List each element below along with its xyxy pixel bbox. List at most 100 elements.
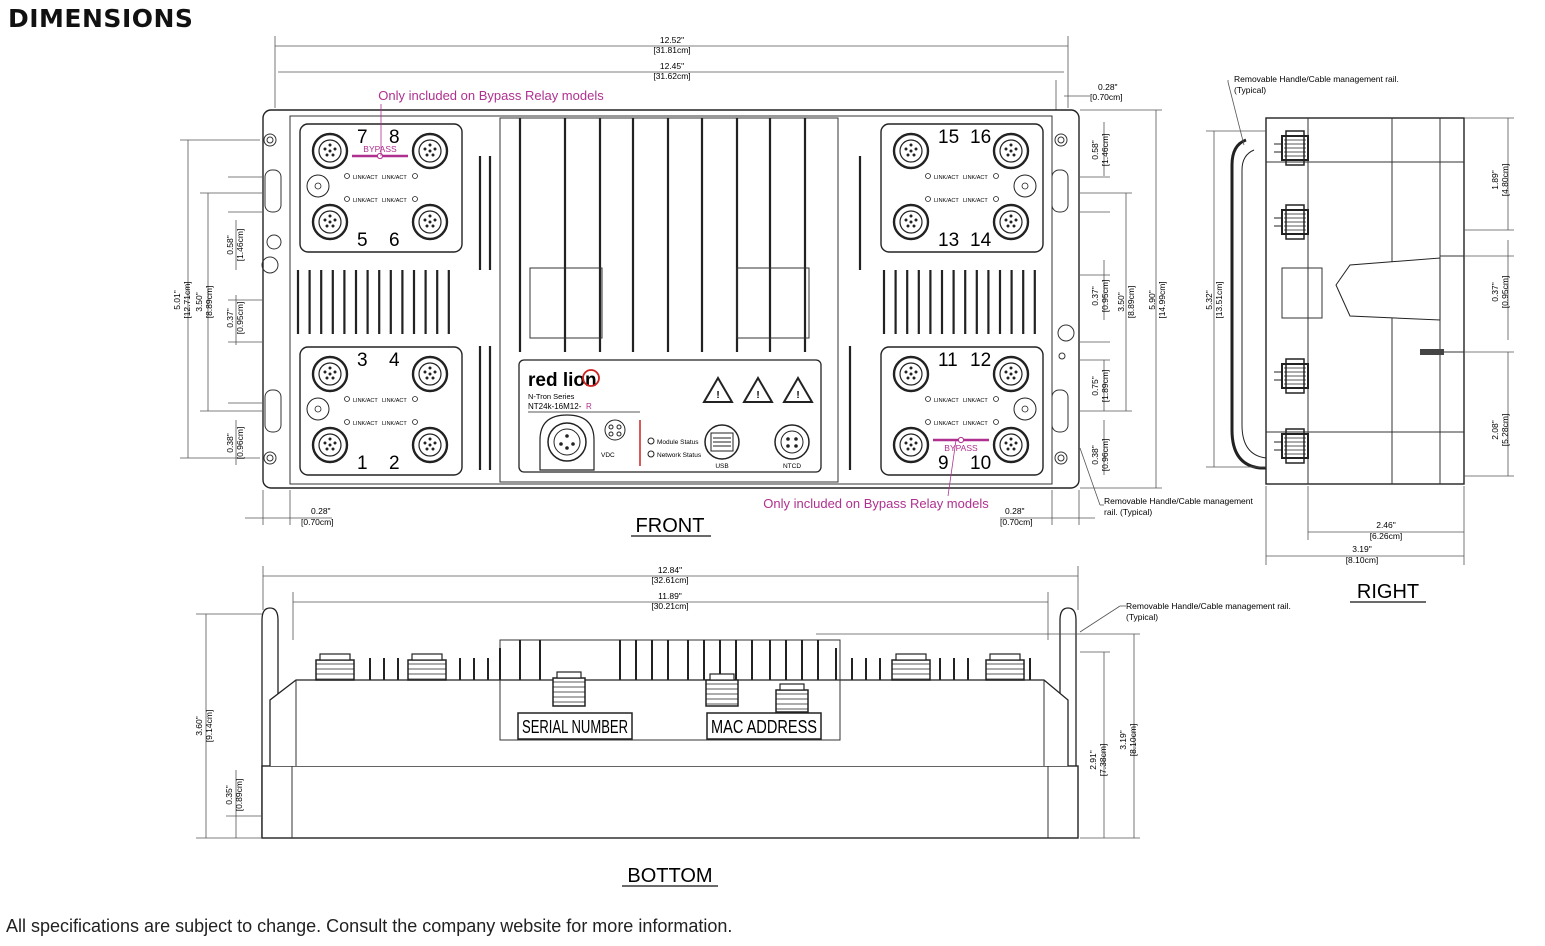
port-number: 5 <box>357 230 368 251</box>
bottom-connector-icon <box>705 673 739 707</box>
linkact-label: LINK/ACT <box>382 421 407 427</box>
link-led <box>993 419 999 425</box>
vdc-label: VDC <box>601 452 615 459</box>
dim-text: 3.60" <box>194 716 204 736</box>
dim-text: 0.35" <box>224 785 234 805</box>
linkact-label: LINK/ACT <box>963 421 988 427</box>
front-bottom-left-dim: 0.28" [0.70cm] <box>245 490 334 527</box>
model-text: NT24k-16M12- <box>528 402 582 411</box>
right-center-block <box>1281 267 1323 319</box>
dim-text: 0.58" <box>225 235 235 255</box>
dim-text: [0.70cm] <box>1000 517 1033 527</box>
dim-text: 2.91" <box>1088 750 1098 770</box>
bottom-base <box>261 765 1079 839</box>
front-left-dims: 5.01" [12.71cm] 3.50" [8.89cm] 0.58" [1.… <box>172 139 262 465</box>
bottom-view: 12.84" [32.61cm] 11.89" [30.21cm] SERIAL… <box>194 565 1291 887</box>
fin-block-left <box>529 267 603 339</box>
bottom-connector-icon <box>775 683 809 713</box>
dim-text: 5.32" <box>1204 290 1214 310</box>
bottom-width-dims: 12.84" [32.61cm] 11.89" [30.21cm] <box>262 565 1079 640</box>
linkact-label: LINK/ACT <box>353 398 378 404</box>
dim-text: [12.71cm] <box>182 281 192 318</box>
dim-text: [5.28cm] <box>1500 414 1510 447</box>
port-number: 8 <box>389 127 400 148</box>
port-number: 9 <box>938 453 949 474</box>
brand-logo: red lion <box>528 370 597 391</box>
dim-text: [14.99cm] <box>1157 281 1167 318</box>
right-handle-note: Removable Handle/Cable management rail. … <box>1227 74 1399 146</box>
port-number: 13 <box>938 230 959 251</box>
dim-text: 0.28" <box>1098 82 1118 92</box>
front-right-dims: 5.90" [14.99cm] 3.50" [8.89cm] 0.58" [1.… <box>1080 109 1167 489</box>
port-number: 12 <box>970 350 991 371</box>
linkact-label: LINK/ACT <box>963 198 988 204</box>
port-number: 16 <box>970 127 991 148</box>
dim-text: 3.19" <box>1352 544 1372 554</box>
pinout-icon <box>1013 174 1037 198</box>
link-led <box>344 396 350 402</box>
dim-text: 0.75" <box>1090 376 1100 396</box>
right-handle <box>1230 138 1266 470</box>
side-connector-icon <box>1274 130 1309 166</box>
linkact-label: LINK/ACT <box>963 175 988 181</box>
pinout-icon <box>306 397 330 421</box>
serial-number-label-box <box>517 712 633 740</box>
link-led <box>412 396 418 402</box>
handle-note-text: Removable Handle/Cable management rail. <box>1126 601 1291 611</box>
brand-logo-mark <box>582 369 600 387</box>
side-fins <box>296 156 1036 470</box>
bottom-center-block <box>499 639 841 741</box>
dim-text: [31.62cm] <box>653 71 690 81</box>
bypass-label: BYPASS <box>944 443 978 453</box>
dim-text: 12.45" <box>660 61 684 71</box>
dim-text: 5.01" <box>172 290 182 310</box>
bottom-height-dims: 3.60" [9.14cm] 0.35" [0.89cm] 2.91" [7.3… <box>194 613 1140 839</box>
dim-text: [8.10cm] <box>1346 555 1379 565</box>
fin-block-right <box>736 267 810 339</box>
bottom-connector-icon <box>891 653 931 681</box>
link-led <box>344 173 350 179</box>
series-text: N-Tron Series <box>528 392 575 401</box>
dim-text: [0.96cm] <box>235 427 245 460</box>
port-number: 4 <box>389 350 400 371</box>
bypass-note-top: Only included on Bypass Relay models <box>378 88 604 103</box>
bottom-handle-left <box>261 607 279 838</box>
warning-icon: ! <box>702 376 734 403</box>
dim-text: [0.70cm] <box>1090 92 1123 102</box>
right-view: Removable Handle/Cable management rail. … <box>1204 74 1514 603</box>
linkact-label: LINK/ACT <box>382 198 407 204</box>
dim-text: 3.50" <box>1116 292 1126 312</box>
dim-text: 0.37" <box>1490 282 1500 302</box>
dim-text: 1.89" <box>1490 170 1500 190</box>
link-led <box>925 396 931 402</box>
bottom-fins <box>369 640 1031 680</box>
usb-port <box>704 424 740 460</box>
front-view-label: FRONT <box>636 515 705 537</box>
warning-icon: ! <box>742 376 774 403</box>
handle-note-text: rail. (Typical) <box>1104 507 1152 517</box>
front-housing <box>262 109 1080 489</box>
bottom-connector-icon <box>552 671 586 707</box>
dim-text: [8.10cm] <box>1128 724 1138 757</box>
dim-text: [8.89cm] <box>1126 286 1136 319</box>
link-led <box>925 419 931 425</box>
front-width-overall-dim: 12.52" [31.81cm] <box>274 35 1069 108</box>
front-handle-note: Removable Handle/Cable management rail. … <box>1079 447 1253 517</box>
port-number: 6 <box>389 230 400 251</box>
svg-text:!: ! <box>716 390 719 401</box>
dim-text: [0.95cm] <box>1100 280 1110 313</box>
dim-text: [1.46cm] <box>1100 134 1110 167</box>
link-led <box>925 173 931 179</box>
port-number: 1 <box>357 453 368 474</box>
pinout-icon <box>1013 397 1037 421</box>
bypass-label: BYPASS <box>363 144 397 154</box>
port-number: 2 <box>389 453 400 474</box>
bottom-housing <box>269 679 1069 766</box>
linkact-label: LINK/ACT <box>353 175 378 181</box>
dim-text: [0.95cm] <box>235 302 245 335</box>
port-number: 10 <box>970 453 991 474</box>
